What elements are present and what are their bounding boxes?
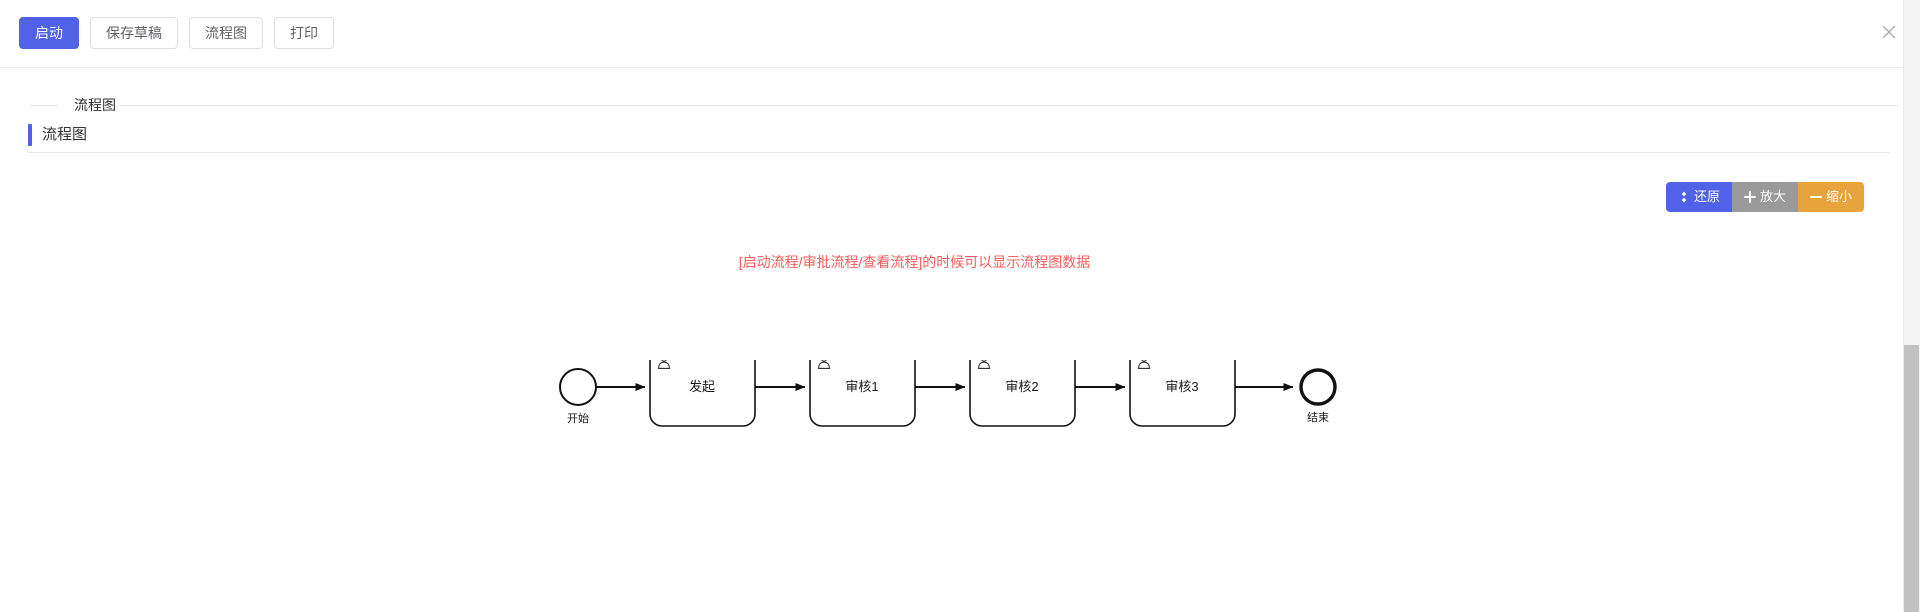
restore-icon bbox=[1678, 191, 1690, 203]
card-accent-bar bbox=[28, 124, 32, 146]
flowchart-svg: 开始 发起 审核1 审核2 bbox=[559, 360, 1337, 427]
divider-line-right bbox=[120, 105, 1898, 106]
page-title: 流程图 bbox=[42, 126, 88, 143]
close-icon[interactable] bbox=[1876, 19, 1902, 45]
restore-zoom-label: 还原 bbox=[1693, 189, 1720, 204]
zoom-in-label: 放大 bbox=[1759, 189, 1786, 204]
card-header: 流程图 bbox=[28, 124, 1890, 153]
flow-node-task-1[interactable]: 发起 bbox=[649, 360, 756, 427]
restore-zoom-button[interactable]: 还原 bbox=[1665, 182, 1732, 212]
vertical-scrollbar[interactable] bbox=[1903, 0, 1920, 612]
section-divider: 流程图 bbox=[0, 95, 1920, 115]
top-toolbar: 启动 保存草稿 流程图 打印 bbox=[0, 0, 1920, 68]
zoom-in-button[interactable]: 放大 bbox=[1731, 182, 1798, 212]
flowchart-card: 流程图 bbox=[28, 124, 1890, 154]
flow-node-task-4[interactable]: 审核3 bbox=[1129, 360, 1236, 427]
toolbar-button-group: 启动 保存草稿 流程图 打印 bbox=[19, 17, 334, 49]
flowchart-hint-text: [启动流程/审批流程/查看流程]的时候可以显示流程图数据 bbox=[738, 254, 1091, 270]
flowchart-button[interactable]: 流程图 bbox=[189, 17, 263, 49]
flow-end-label: 结束 bbox=[1307, 411, 1329, 424]
zoom-out-label: 缩小 bbox=[1825, 189, 1852, 204]
flow-node-end[interactable]: 结束 bbox=[1299, 368, 1337, 424]
flow-task-label-4: 审核3 bbox=[1165, 379, 1198, 394]
divider-label: 流程图 bbox=[70, 95, 120, 115]
start-process-button[interactable]: 启动 bbox=[19, 17, 79, 49]
zoom-control-group: 还原 放大 缩小 bbox=[1665, 182, 1864, 212]
flow-node-task-2[interactable]: 审核1 bbox=[809, 360, 916, 427]
plus-icon bbox=[1743, 191, 1756, 203]
flow-task-label-1: 发起 bbox=[689, 379, 715, 394]
flow-task-label-2: 审核1 bbox=[845, 379, 878, 394]
save-draft-button[interactable]: 保存草稿 bbox=[90, 17, 178, 49]
zoom-out-button[interactable]: 缩小 bbox=[1797, 182, 1864, 212]
divider-line-left bbox=[30, 105, 58, 106]
flow-start-label: 开始 bbox=[567, 411, 589, 425]
scrollbar-thumb[interactable] bbox=[1904, 345, 1919, 612]
flowchart-canvas[interactable]: 开始 发起 审核1 审核2 bbox=[0, 360, 1829, 490]
minus-icon bbox=[1809, 191, 1822, 203]
flow-task-label-3: 审核2 bbox=[1005, 379, 1038, 394]
print-button[interactable]: 打印 bbox=[274, 17, 334, 49]
flow-node-start[interactable]: 开始 bbox=[559, 368, 597, 425]
flow-node-task-3[interactable]: 审核2 bbox=[969, 360, 1076, 427]
